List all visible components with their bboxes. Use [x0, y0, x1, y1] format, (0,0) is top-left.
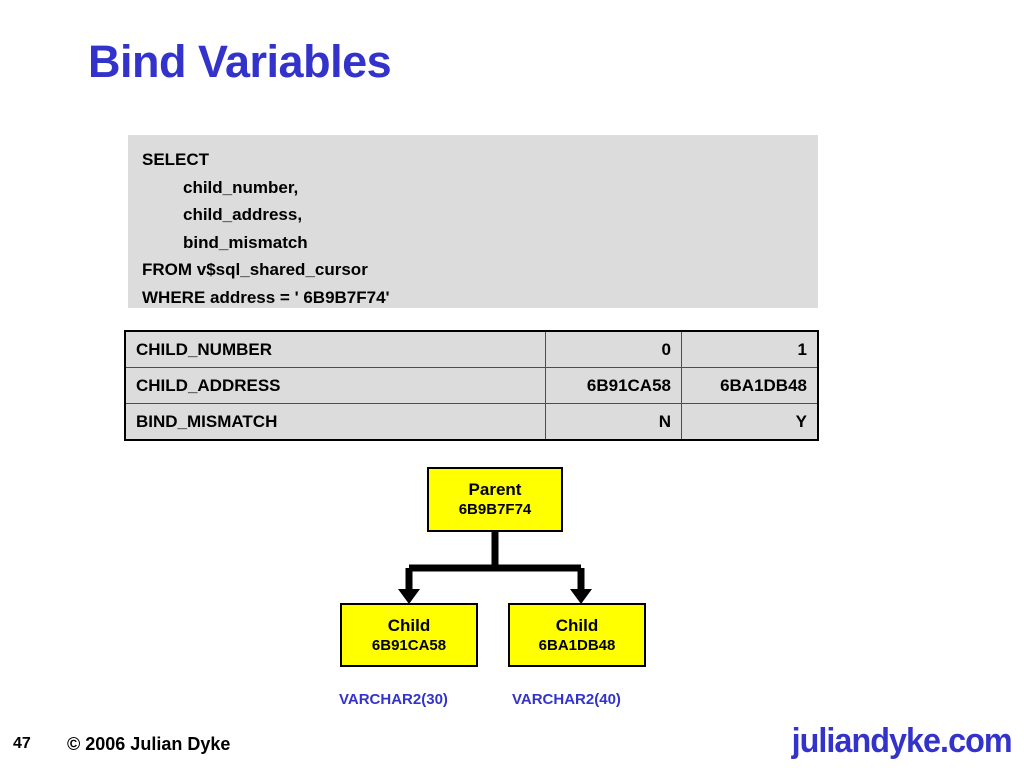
row-label: CHILD_NUMBER: [125, 331, 546, 368]
child-cursor-node-right: Child 6BA1DB48: [508, 603, 646, 667]
parent-node-title: Parent: [468, 480, 522, 499]
child-node-address: 6BA1DB48: [538, 636, 616, 654]
row-value: 1: [681, 331, 818, 368]
sql-line: child_number,: [183, 177, 299, 197]
child-node-title: Child: [387, 615, 431, 635]
table-row: CHILD_NUMBER 0 1: [125, 331, 818, 368]
slide-number: 47: [13, 735, 31, 752]
sql-line: SELECT: [142, 150, 210, 169]
table-row: CHILD_ADDRESS 6B91CA58 6BA1DB48: [125, 367, 818, 404]
cursor-hierarchy-diagram: Parent 6B9B7F74 Child 6B91CA58 Child 6BA…: [0, 455, 1024, 715]
row-value: 6BA1DB48: [681, 367, 818, 404]
row-value: 6B91CA58: [545, 367, 682, 404]
sql-line: child_address,: [183, 205, 303, 224]
row-label: BIND_MISMATCH: [125, 403, 546, 440]
child-node-title: Child: [555, 615, 599, 635]
copyright-notice: © 2006 Julian Dyke: [67, 734, 231, 754]
row-label: CHILD_ADDRESS: [125, 367, 546, 404]
site-logo: juliandyke.com: [791, 722, 1013, 760]
page-title: Bind Variables: [88, 36, 392, 87]
results-table: CHILD_NUMBER 0 1 CHILD_ADDRESS 6B91CA58 …: [124, 330, 819, 441]
row-value: Y: [681, 403, 818, 440]
child-datatype-label-left: VARCHAR2(30): [339, 691, 448, 708]
sql-line: bind_mismatch: [183, 232, 308, 252]
row-value: N: [545, 403, 682, 440]
child-node-address: 6B91CA58: [371, 636, 447, 654]
sql-line: FROM v$sql_shared_cursor: [142, 260, 368, 279]
sql-code-block: SELECT child_number, child_address, bind…: [128, 135, 818, 308]
sql-line: WHERE address = ' 6B9B7F74': [142, 287, 390, 307]
row-value: 0: [545, 331, 682, 368]
parent-node-address: 6B9B7F74: [458, 501, 532, 518]
child-datatype-label-right: VARCHAR2(40): [512, 691, 621, 708]
parent-cursor-node: Parent 6B9B7F74: [427, 467, 563, 532]
child-cursor-node-left: Child 6B91CA58: [340, 603, 478, 667]
table-row: BIND_MISMATCH N Y: [125, 403, 818, 440]
